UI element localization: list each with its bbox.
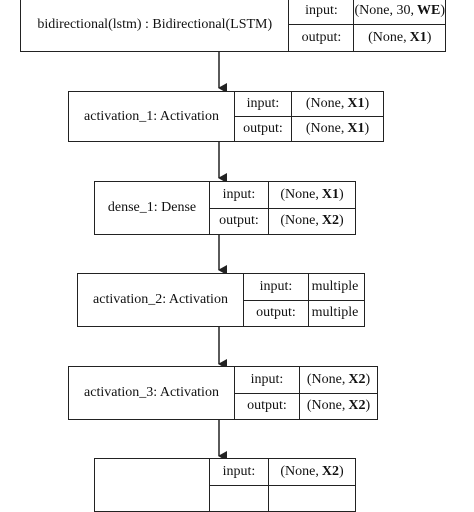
output-value-suffix: ) xyxy=(364,121,370,136)
edges-layer xyxy=(218,51,227,461)
output-value-prefix: (None, xyxy=(305,121,345,136)
input-value: (None, X1) xyxy=(292,92,383,116)
output-label xyxy=(210,485,269,511)
input-value: (None, X2) xyxy=(269,459,355,485)
input-value-prefix: multiple xyxy=(311,278,359,294)
layer-name-text: activation_1: Activation xyxy=(84,108,219,124)
input-value-suffix: ) xyxy=(365,371,371,387)
output-value: (None, X1) xyxy=(292,117,383,141)
output-row: output: (None, X2) xyxy=(210,208,355,235)
output-value: (None, X1) xyxy=(354,25,445,51)
input-value-symbol: X2 xyxy=(348,371,366,387)
output-value-suffix: ) xyxy=(426,30,432,45)
layer-io: input: (None, X1) output: (None, X2) xyxy=(210,182,355,234)
input-value-prefix: (None, xyxy=(280,186,319,202)
input-value-symbol: WE xyxy=(416,3,441,18)
layer-name: activation_1: Activation xyxy=(69,92,235,141)
input-label: input: xyxy=(235,367,300,393)
output-value-suffix: ) xyxy=(338,213,344,229)
input-value-symbol: X1 xyxy=(347,96,365,111)
input-label: input: xyxy=(244,274,309,300)
output-label: output: xyxy=(244,300,309,326)
input-label: input: xyxy=(235,92,292,116)
output-label: output: xyxy=(235,117,292,141)
layer-name: bidirectional(lstm) : Bidirectional(LSTM… xyxy=(21,0,290,51)
input-value-suffix: ) xyxy=(338,186,344,202)
input-label: input: xyxy=(289,0,355,24)
input-value-prefix: (None, xyxy=(305,96,345,111)
layer-io: input: multiple output: multiple xyxy=(244,274,364,326)
output-value xyxy=(269,486,355,512)
output-value-symbol: X1 xyxy=(409,30,427,45)
layer-name-text: bidirectional(lstm) : Bidirectional(LSTM… xyxy=(37,16,273,32)
input-value: (None, X2) xyxy=(300,367,377,393)
input-value-symbol: X2 xyxy=(321,463,339,479)
layer-node-bidirectional[interactable]: bidirectional(lstm) : Bidirectional(LSTM… xyxy=(20,0,446,52)
output-label: output: xyxy=(235,393,300,419)
output-label: output: xyxy=(210,208,269,234)
output-value-prefix: (None, xyxy=(306,398,346,414)
input-value-suffix: ) xyxy=(364,96,370,111)
output-value-prefix: (None, xyxy=(368,30,407,45)
layer-io: input: (None, X1) output: (None, X1) xyxy=(235,92,383,141)
layer-io: input: (None, 30, WE) output: (None, X1) xyxy=(289,0,445,51)
input-value-prefix: (None, xyxy=(280,463,319,479)
output-row xyxy=(210,485,355,512)
layer-name-text: dense_1: Dense xyxy=(107,200,197,215)
layer-node-dense-1[interactable]: dense_1: Dense input: (None, X1) output:… xyxy=(94,181,356,235)
layer-name-text: activation_2: Activation xyxy=(93,292,228,307)
output-value: (None, X2) xyxy=(300,394,377,420)
input-label: input: xyxy=(210,182,269,208)
output-value-prefix: multiple xyxy=(311,305,359,321)
output-value-symbol: X1 xyxy=(347,121,365,136)
output-row: output: (None, X1) xyxy=(289,25,445,51)
input-value-prefix: (None, xyxy=(306,371,346,387)
input-value-prefix: (None, 30, xyxy=(354,3,414,18)
input-value: multiple xyxy=(309,274,364,300)
output-value-prefix: (None, xyxy=(280,213,319,229)
input-row: input: (None, X2) xyxy=(235,367,377,394)
input-row: input: (None, X1) xyxy=(210,182,355,209)
input-row: input: (None, 30, WE) xyxy=(289,0,445,25)
output-value: multiple xyxy=(309,301,364,327)
layer-name: dense_1: Dense xyxy=(95,182,210,234)
layer-node-partial[interactable]: input: (None, X2) xyxy=(94,458,356,512)
output-row: output: multiple xyxy=(244,300,364,327)
layer-name xyxy=(95,459,210,511)
input-label: input: xyxy=(210,459,269,485)
input-value-suffix: ) xyxy=(440,3,445,18)
layer-node-activation-3[interactable]: activation_3: Activation input: (None, X… xyxy=(68,366,378,420)
output-value: (None, X2) xyxy=(269,209,355,235)
layer-node-activation-2[interactable]: activation_2: Activation input: multiple… xyxy=(77,273,365,327)
layer-name: activation_2: Activation xyxy=(78,274,244,326)
layer-name-text: activation_3: Activation xyxy=(84,385,219,400)
output-value-symbol: X2 xyxy=(348,398,366,414)
input-value-symbol: X1 xyxy=(321,186,339,202)
input-value: (None, X1) xyxy=(269,182,355,208)
output-value-suffix: ) xyxy=(365,398,371,414)
layer-io: input: (None, X2) xyxy=(210,459,355,511)
input-row: input: multiple xyxy=(244,274,364,301)
output-value-symbol: X2 xyxy=(321,213,339,229)
output-row: output: (None, X1) xyxy=(235,117,383,141)
output-row: output: (None, X2) xyxy=(235,393,377,420)
input-value: (None, 30, WE) xyxy=(354,0,445,24)
input-value-suffix: ) xyxy=(338,463,344,479)
input-row: input: (None, X2) xyxy=(210,459,355,486)
layer-node-activation-1[interactable]: activation_1: Activation input: (None, X… xyxy=(68,91,384,142)
output-label: output: xyxy=(289,25,355,51)
input-row: input: (None, X1) xyxy=(235,92,383,117)
layer-name: activation_3: Activation xyxy=(69,367,235,419)
layer-io: input: (None, X2) output: (None, X2) xyxy=(235,367,377,419)
